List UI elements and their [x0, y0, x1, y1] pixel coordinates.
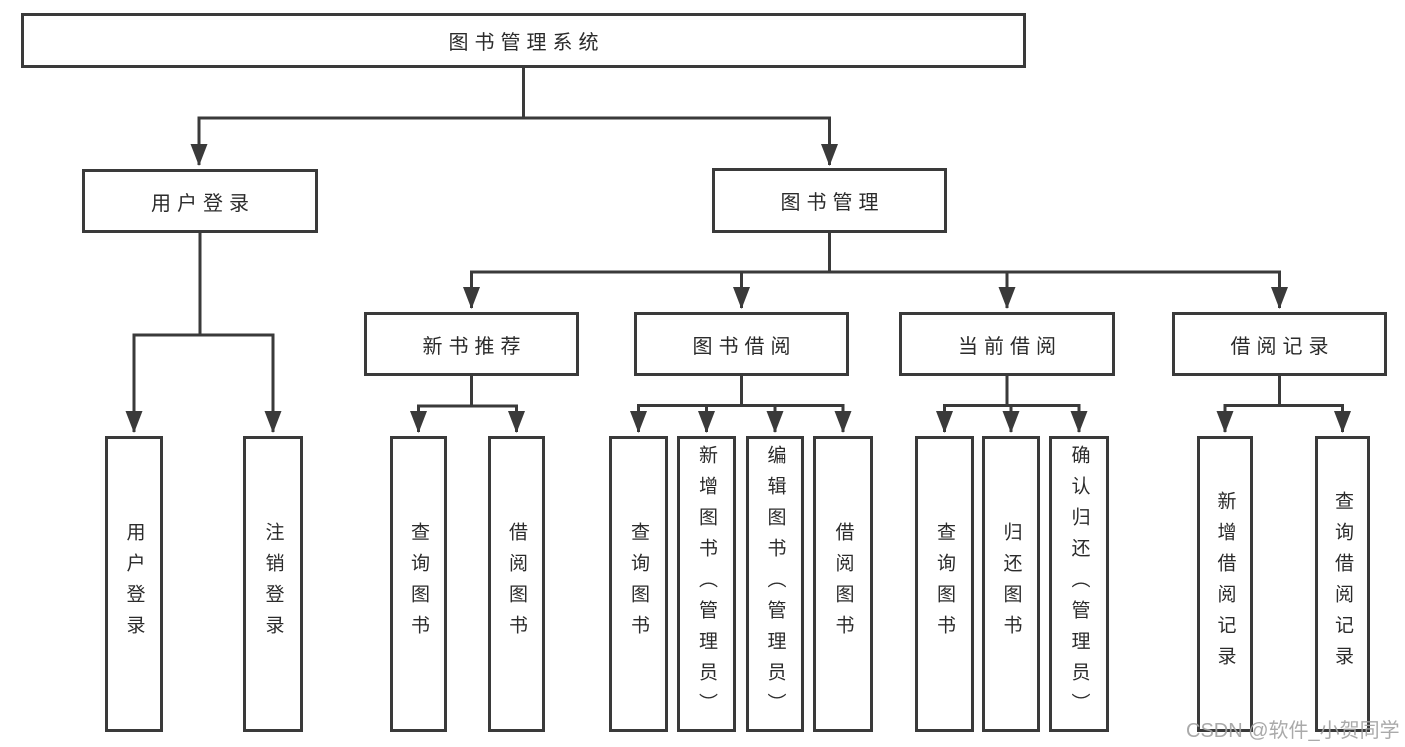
leaf-label: 新增借阅记录	[1214, 491, 1236, 677]
node-user-login-label: 用户登录	[151, 192, 255, 215]
edge-borrow-bar	[638, 376, 843, 407]
edge-root-bar	[197, 68, 830, 120]
leaf-label: 编辑图书（管理员）	[764, 444, 786, 724]
node-book-borrow: 图书借阅	[634, 312, 849, 376]
leaf-logout-label: 注销登录	[262, 522, 284, 646]
leaf-label: 查询图书	[934, 522, 955, 646]
leaf-logout: 注销登录	[243, 436, 303, 732]
leaf-label: 借阅图书	[506, 522, 527, 646]
edge-current-bar	[944, 376, 1079, 407]
edge-bookmgmt-bar	[471, 233, 1280, 274]
node-book-borrow-label: 图书借阅	[692, 335, 797, 358]
leaf-user-login: 用户登录	[105, 436, 163, 732]
edge-newbooks-bar	[418, 376, 517, 408]
leaf-edit-book-admin: 编辑图书（管理员）	[746, 436, 804, 732]
node-new-book-recommend: 新书推荐	[364, 312, 579, 376]
node-borrow-records-label: 借阅记录	[1230, 335, 1335, 358]
leaf-query-books-borrow: 查询图书	[609, 436, 668, 732]
node-user-login: 用户登录	[82, 169, 318, 233]
leaf-user-login-label: 用户登录	[123, 522, 145, 646]
leaf-label: 新增图书（管理员）	[696, 444, 717, 724]
leaf-confirm-return-admin: 确认归还（管理员）	[1049, 436, 1109, 732]
watermark: CSDN @软件_小贺同学	[1186, 720, 1400, 742]
leaf-label: 查询图书	[408, 522, 429, 646]
leaf-label: 查询借阅记录	[1332, 491, 1353, 677]
node-book-management-label: 图书管理	[780, 192, 885, 214]
leaf-add-borrow-record: 新增借阅记录	[1197, 436, 1253, 732]
node-current-borrow-label: 当前借阅	[958, 335, 1062, 358]
node-current-borrow: 当前借阅	[899, 312, 1115, 376]
leaf-query-borrow-record: 查询借阅记录	[1315, 436, 1370, 732]
leaf-query-books-newbooks: 查询图书	[390, 436, 447, 732]
node-new-book-recommend-label: 新书推荐	[422, 335, 527, 358]
leaf-label: 确认归还（管理员）	[1068, 444, 1090, 724]
leaf-borrow-books-borrow: 借阅图书	[813, 436, 873, 732]
node-book-management: 图书管理	[712, 168, 947, 233]
node-root-label: 图书管理系统	[448, 32, 605, 54]
leaf-label: 归还图书	[1000, 522, 1022, 646]
edge-userlogin-bar	[134, 233, 273, 337]
leaf-borrow-books-newbooks: 借阅图书	[488, 436, 545, 732]
node-borrow-records: 借阅记录	[1172, 312, 1387, 376]
leaf-label: 借阅图书	[832, 522, 854, 646]
node-root: 图书管理系统	[21, 13, 1026, 68]
edge-records-bar	[1225, 376, 1343, 407]
leaf-label: 查询图书	[628, 522, 649, 646]
leaf-query-books-current: 查询图书	[915, 436, 974, 732]
leaf-add-book-admin: 新增图书（管理员）	[677, 436, 736, 732]
leaf-return-book: 归还图书	[982, 436, 1040, 732]
